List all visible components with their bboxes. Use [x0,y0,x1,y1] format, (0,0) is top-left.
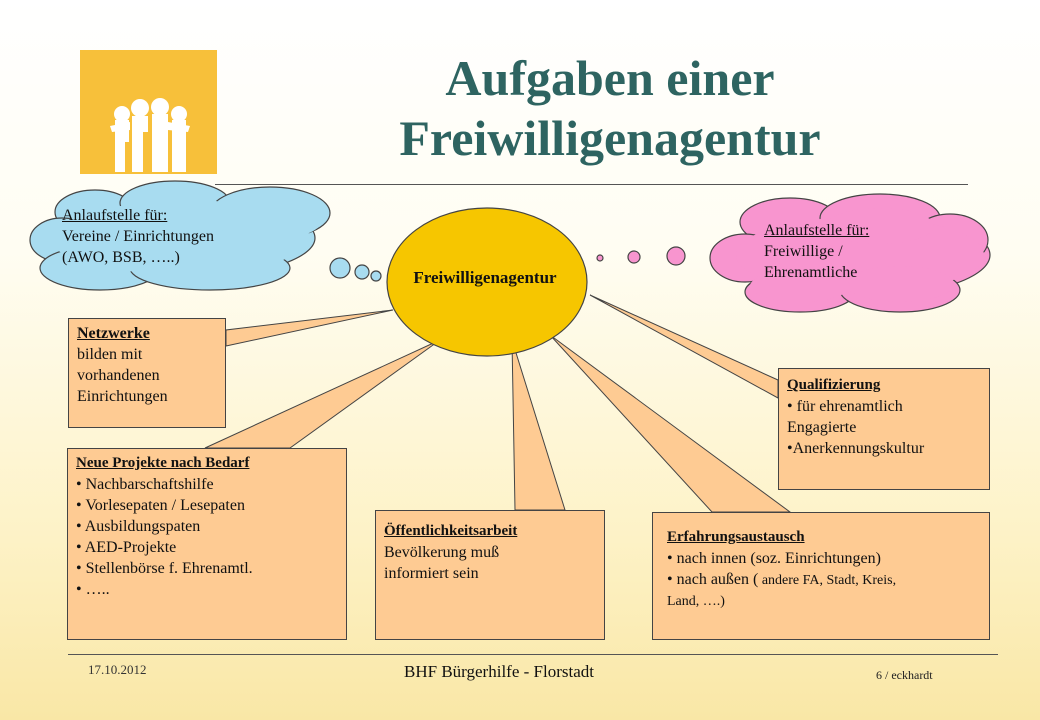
cloud-left-fill-3 [214,200,322,240]
cloud-right-fill-4 [750,270,850,302]
erfahrung-item-1: • nach innen (soz. Einrichtungen) [667,550,881,567]
netzwerke-line-1: bilden mit [77,346,143,363]
page-title: Aufgaben einer Freiwilligenagentur [300,48,920,168]
netzwerke-heading: Netzwerke [77,325,150,342]
erfahrung-item-2-text-b: andere FA, Stadt, Kreis, [758,573,897,588]
erfahrung-heading: Erfahrungsaustausch [667,529,805,545]
cloud-right-fill-3 [846,266,954,302]
netzwerke-line-2: vorhandenen [77,367,160,384]
box-netzwerke: Netzwerke bilden mit vorhandenen Einrich… [68,318,226,428]
qualifizierung-item-1-cont: Engagierte [787,419,857,436]
footer-date: 17.10.2012 [88,662,147,677]
callout-erfahrung [549,334,792,513]
footer-center: BHF Bürgerhilfe - Florstadt [404,662,594,681]
erfahrung-item-2-text-a: nach außen ( [676,571,759,588]
list-item: AED-Projekte [76,537,338,558]
title-divider [215,184,968,185]
cloud-right-fill-2 [826,208,934,244]
list-item: Nachbarschaftshilfe [76,474,338,495]
callout-oeffentlichkeit [511,339,566,511]
qualifizierung-item-1: • für ehrenamtlich [787,398,903,415]
bubble-right-1 [596,254,604,262]
list-item: ….. [76,579,338,600]
qualifizierung-item-1-text: für ehrenamtlich [796,398,903,415]
cloud-left-heading: Anlaufstelle für: [62,207,168,224]
center-label: Freiwilligenagentur [413,268,557,287]
title-line-1: Aufgaben einer [445,50,775,106]
cloud-left-fill-4 [136,244,284,280]
erfahrung-item-2-text-c: Land, ….) [667,594,725,609]
center-ellipse [386,207,588,357]
box-erfahrung: Erfahrungsaustausch • nach innen (soz. E… [652,512,990,640]
logo [80,50,217,174]
bubble-left-3 [370,270,382,282]
list-item: Vorlesepaten / Lesepaten [76,495,338,516]
bubble-left-1 [329,257,351,279]
oeffentlichkeit-line-2: informiert sein [384,565,479,582]
neue-projekte-heading: Neue Projekte nach Bedarf [76,455,250,471]
bubble-right-3 [666,246,686,266]
title-line-2: Freiwilligenagentur [399,110,821,166]
cloud-left-line-1: Vereine / Einrichtungen [62,228,214,245]
cloud-left-line-2: (AWO, BSB, …..) [62,249,180,266]
footer-divider [68,654,998,655]
netzwerke-line-3: Einrichtungen [77,388,168,405]
oeffentlichkeit-line-1: Bevölkerung muß [384,544,500,561]
box-qualifizierung: Qualifizierung • für ehrenamtlich Engagi… [778,368,990,490]
cloud-left-fill-2 [125,194,225,226]
qualifizierung-item-2-text: Anerkennungskultur [792,440,925,457]
box-oeffentlichkeit: Öffentlichkeitsarbeit Bevölkerung muß in… [375,510,605,640]
erfahrung-item-1-text: nach innen (soz. Einrichtungen) [676,550,881,567]
erfahrung-item-2: • nach außen ( andere FA, Stadt, Kreis, [667,571,897,588]
people-silhouette-icon [110,98,190,172]
footer-page-number: 6 / eckhardt [876,668,933,682]
cloud-right-line-1: Freiwillige / [764,243,843,260]
box-neue-projekte: Neue Projekte nach Bedarf Nachbarschafts… [67,448,347,640]
cloud-right-heading: Anlaufstelle für: [764,222,870,239]
list-item: Ausbildungspaten [76,516,338,537]
cloud-left-text: Anlaufstelle für: Vereine / Einrichtunge… [62,205,214,268]
bubble-left-2 [354,264,370,280]
qualifizierung-item-2: •Anerkennungskultur [787,440,925,457]
callout-neue-projekte [204,339,441,449]
cloud-right-text: Anlaufstelle für: Freiwillige / Ehrenamt… [764,220,869,283]
callout-qualifizierung [589,294,779,399]
neue-projekte-list: Nachbarschaftshilfe Vorlesepaten / Lesep… [76,474,338,600]
qualifizierung-heading: Qualifizierung [787,377,881,393]
oeffentlichkeit-heading: Öffentlichkeitsarbeit [384,523,518,539]
callout-netzwerke [225,309,394,347]
cloud-right-line-2: Ehrenamtliche [764,264,858,281]
list-item: Stellenbörse f. Ehrenamtl. [76,558,338,579]
bubble-right-2 [627,250,641,264]
